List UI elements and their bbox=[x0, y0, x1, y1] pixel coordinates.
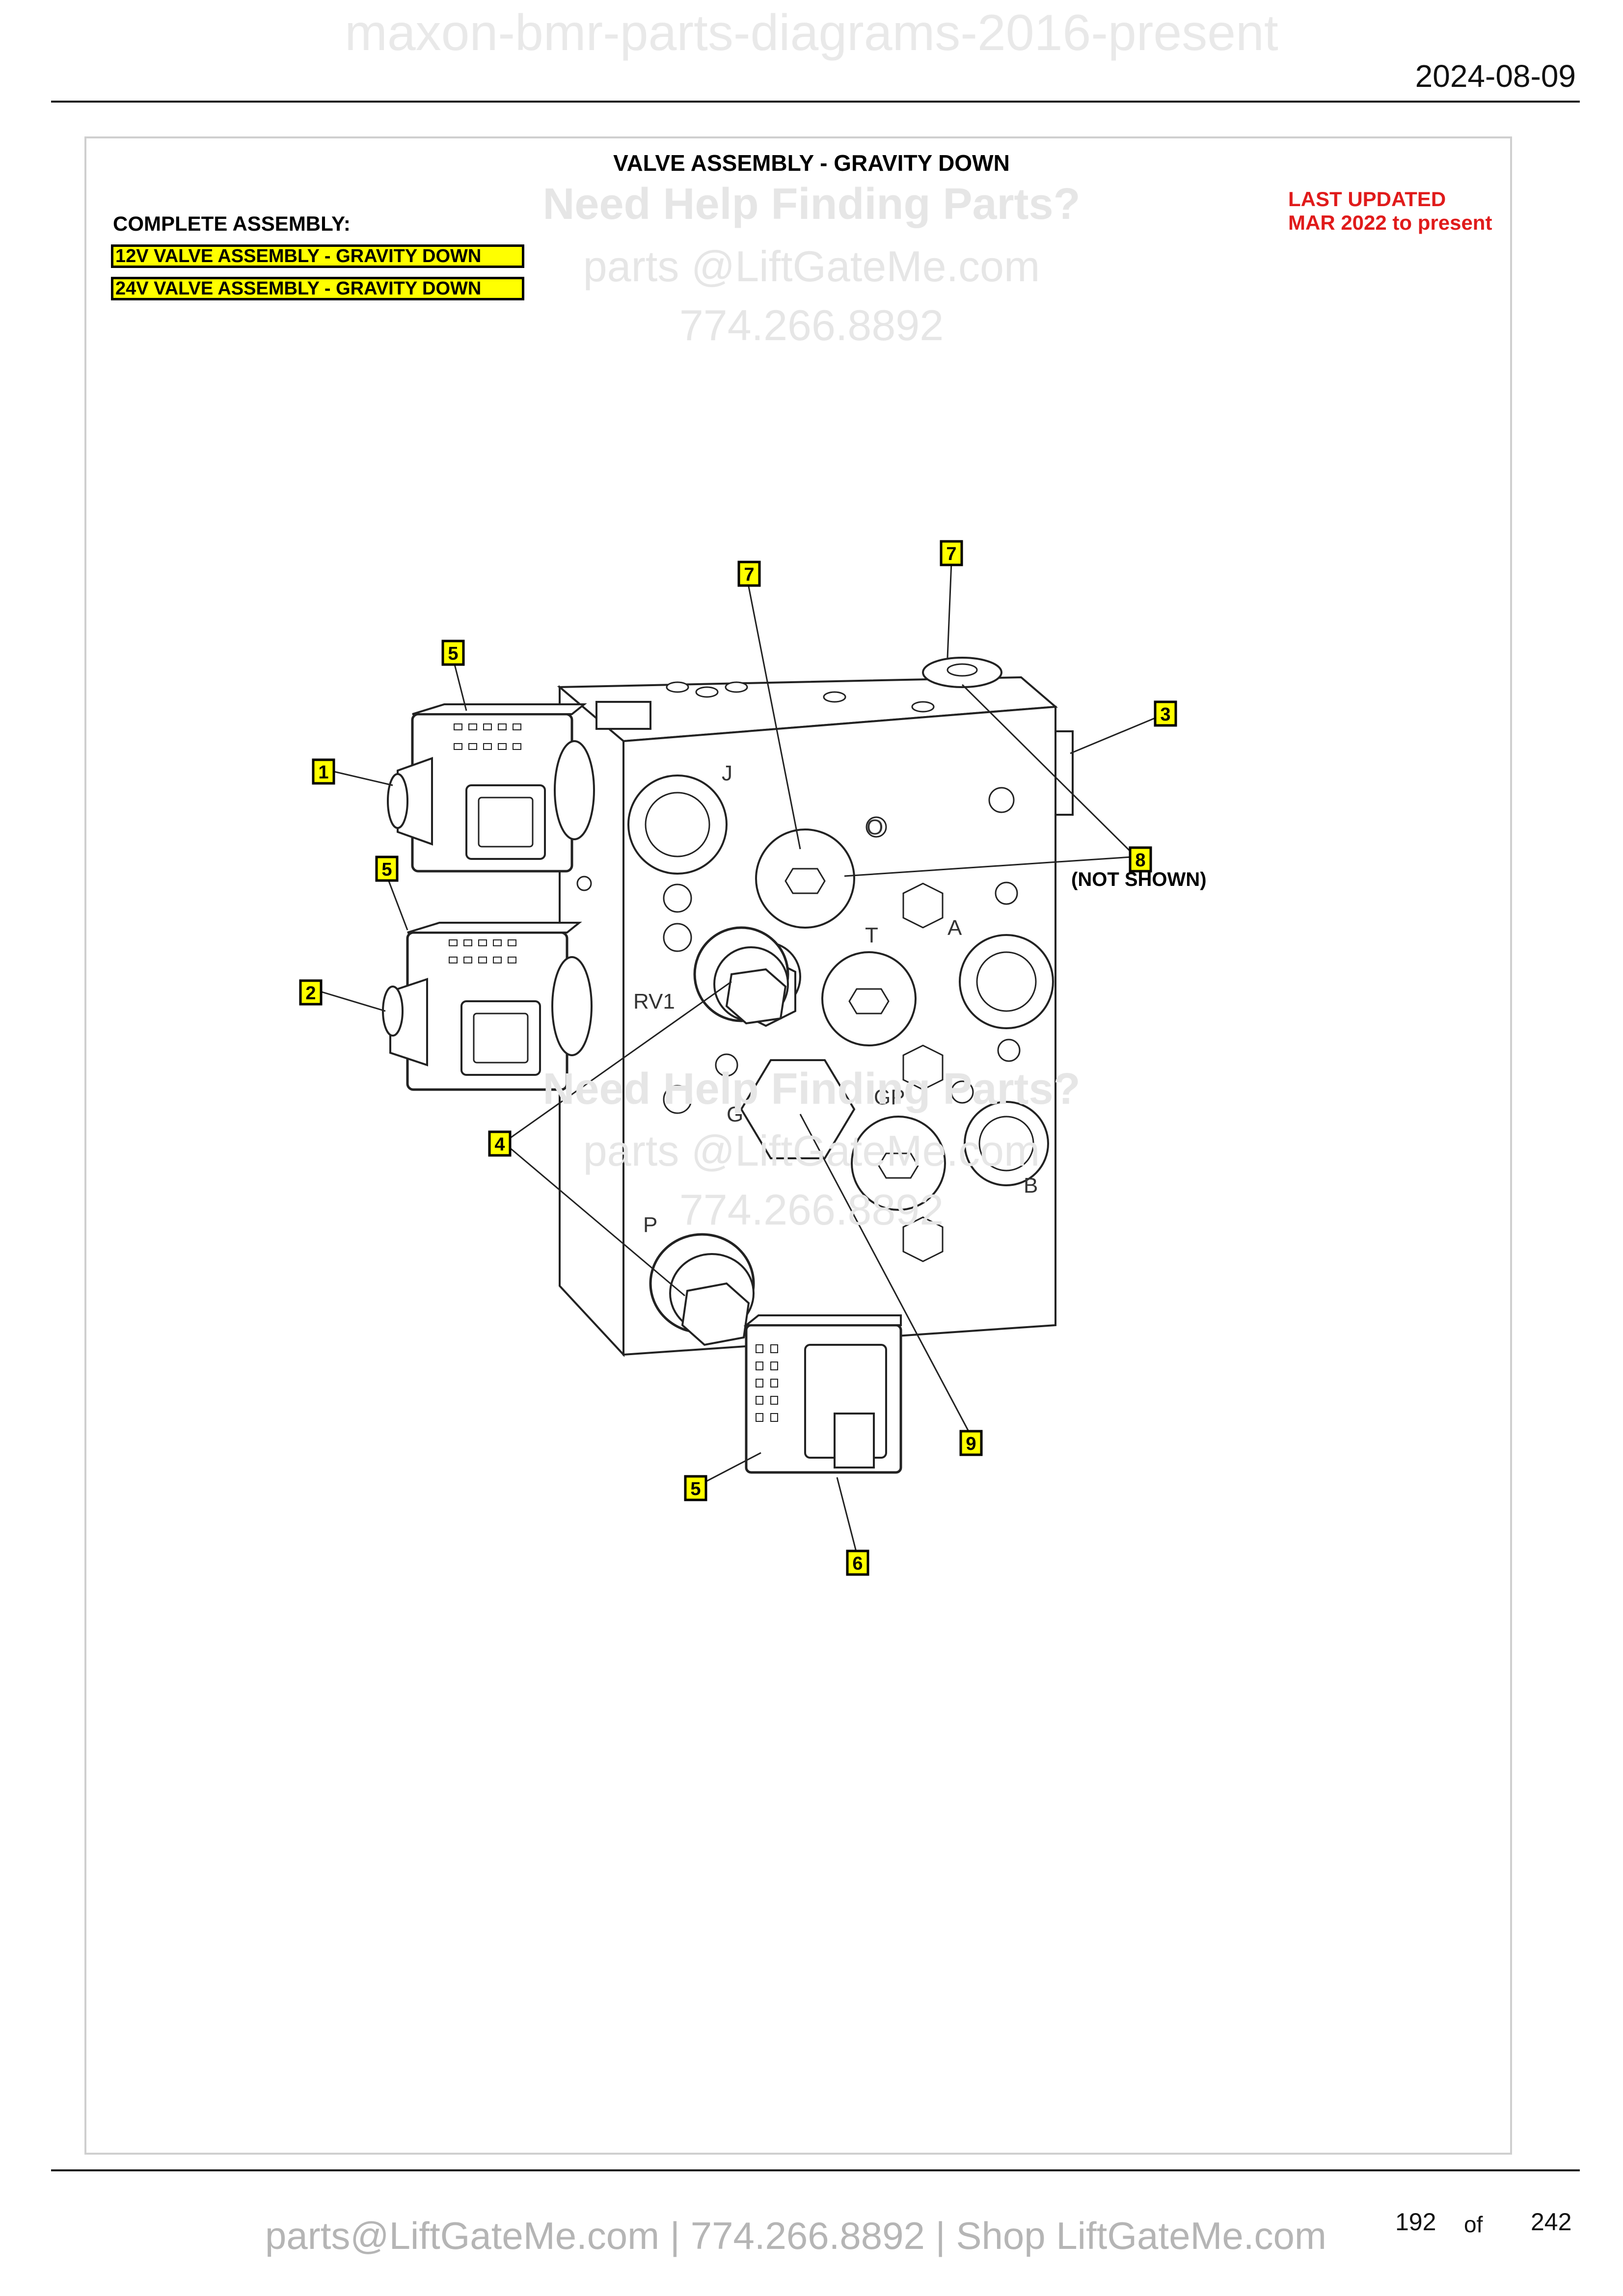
svg-text:8: 8 bbox=[1135, 850, 1145, 871]
svg-text:7: 7 bbox=[744, 564, 754, 585]
email-watermark-mid: parts @LiftGateMe.com bbox=[583, 1126, 1040, 1175]
header-rule bbox=[51, 101, 1580, 103]
callout-2[interactable]: 2 bbox=[299, 979, 323, 1006]
svg-text:4: 4 bbox=[494, 1134, 505, 1155]
callout-3[interactable]: 3 bbox=[1154, 700, 1177, 727]
last-updated-label: LAST UPDATED bbox=[1288, 187, 1446, 211]
front-ports bbox=[576, 774, 1054, 1262]
not-shown-note: (NOT SHOWN) bbox=[1071, 869, 1207, 890]
complete-assembly-label: COMPLETE ASSEMBLY: bbox=[113, 212, 351, 235]
help-watermark: Need Help Finding Parts? bbox=[542, 180, 1081, 229]
callout-5c[interactable]: 5 bbox=[684, 1475, 707, 1501]
svg-text:7: 7 bbox=[946, 544, 956, 564]
callout-5b[interactable]: 5 bbox=[375, 855, 399, 882]
phone-watermark-mid: 774.266.8892 bbox=[679, 1185, 944, 1234]
assembly-24v-link[interactable]: 24V VALVE ASSEMBLY - GRAVITY DOWN bbox=[111, 277, 524, 300]
svg-text:5: 5 bbox=[690, 1479, 701, 1499]
bottom-solenoid-coil bbox=[743, 1314, 902, 1474]
callout-4[interactable]: 4 bbox=[488, 1130, 512, 1157]
p-cartridge bbox=[649, 1233, 755, 1346]
port-labels: J O T A RV1 G GP P B E bbox=[556, 761, 1038, 1237]
phone-watermark: 774.266.8892 bbox=[679, 301, 944, 349]
assembly-12v-link[interactable]: 12V VALVE ASSEMBLY - GRAVITY DOWN bbox=[111, 244, 524, 268]
port-label-gp: GP bbox=[874, 1085, 905, 1109]
lower-solenoid-coil bbox=[382, 922, 593, 1091]
leader-lines bbox=[320, 561, 1159, 1554]
upper-solenoid-coil bbox=[387, 703, 595, 873]
port-label-rv1: RV1 bbox=[633, 989, 675, 1014]
page-total: 242 bbox=[1531, 2208, 1572, 2236]
diagram-title: VALVE ASSEMBLY - GRAVITY DOWN bbox=[613, 150, 1010, 176]
rv1-cartridge bbox=[693, 926, 789, 1025]
email-watermark: parts @LiftGateMe.com bbox=[583, 242, 1040, 291]
callout-8[interactable]: 8 bbox=[1129, 846, 1152, 873]
document-date: 2024-08-09 bbox=[1415, 58, 1576, 94]
callout-5a[interactable]: 5 bbox=[441, 640, 465, 666]
svg-text:5: 5 bbox=[381, 859, 392, 880]
top-watermark: maxon-bmr-parts-diagrams-2016-present bbox=[345, 4, 1278, 61]
svg-text:2: 2 bbox=[305, 983, 316, 1004]
callout-6[interactable]: 6 bbox=[846, 1549, 869, 1576]
svg-text:6: 6 bbox=[852, 1553, 863, 1574]
callout-7a[interactable]: 7 bbox=[737, 561, 761, 587]
last-updated-range: MAR 2022 to present bbox=[1288, 211, 1492, 234]
page-number: 192 bbox=[1395, 2208, 1436, 2236]
help-watermark-mid: Need Help Finding Parts? bbox=[542, 1065, 1081, 1114]
callout-7b[interactable]: 7 bbox=[940, 540, 963, 566]
page-of: of bbox=[1464, 2212, 1483, 2237]
svg-text:9: 9 bbox=[966, 1434, 976, 1454]
port-label-p: P bbox=[643, 1213, 657, 1237]
svg-text:1: 1 bbox=[318, 762, 328, 783]
port-label-b: B bbox=[1024, 1174, 1038, 1198]
port-label-g: G bbox=[727, 1102, 743, 1126]
svg-text:3: 3 bbox=[1160, 704, 1170, 725]
diagram-frame bbox=[84, 136, 1512, 2155]
footer-contact: parts@LiftGateMe.com | 774.266.8892 | Sh… bbox=[265, 2214, 1326, 2257]
port-label-t: T bbox=[865, 923, 878, 947]
svg-text:5: 5 bbox=[448, 643, 458, 664]
callout-9[interactable]: 9 bbox=[959, 1430, 983, 1456]
footer-rule bbox=[51, 2169, 1580, 2171]
callout-1[interactable]: 1 bbox=[312, 758, 335, 785]
port-label-a: A bbox=[947, 916, 962, 940]
port-label-o: O bbox=[866, 815, 883, 839]
port-label-j: J bbox=[722, 761, 732, 785]
